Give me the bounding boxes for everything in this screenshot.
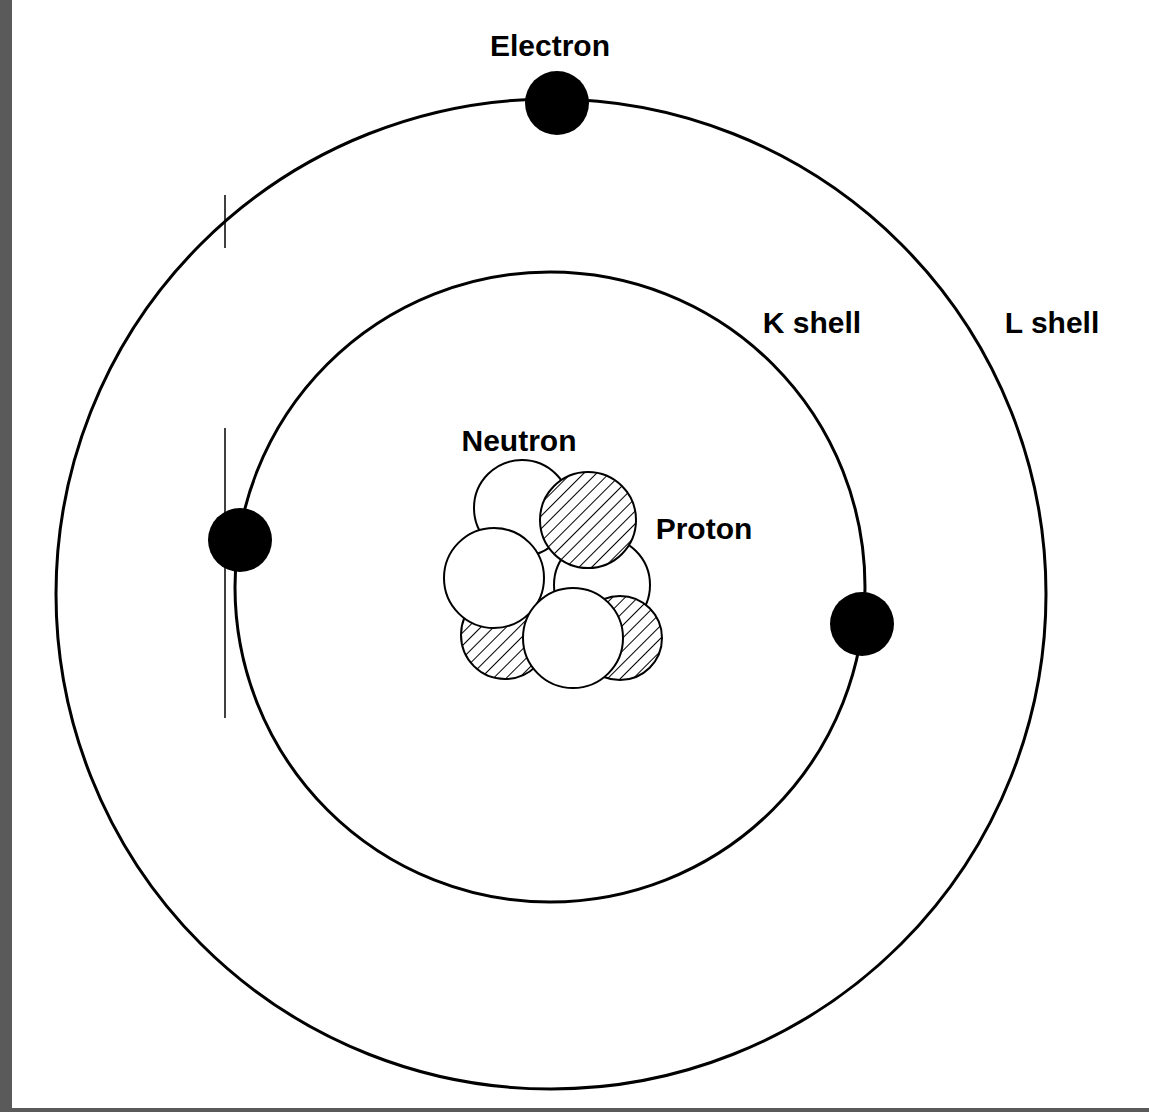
- shell-label: K shell: [761, 306, 863, 339]
- particle-label: Proton: [654, 512, 755, 545]
- electron-label: Electron: [488, 29, 612, 62]
- k-shell-orbit: [235, 272, 865, 902]
- nucleus: [444, 460, 662, 688]
- tick-mark: [224, 195, 226, 248]
- shell-label: L shell: [1003, 306, 1101, 339]
- tick-mark: [224, 428, 226, 718]
- l-shell-orbit: [56, 99, 1046, 1089]
- electron-dot: [525, 71, 589, 135]
- electron-dot: [208, 508, 272, 572]
- electron-dot: [830, 592, 894, 656]
- neutron-sphere: [523, 588, 623, 688]
- white-ground: [12, 0, 1149, 1108]
- particle-label: Neutron: [460, 424, 579, 457]
- proton-sphere: [540, 472, 636, 568]
